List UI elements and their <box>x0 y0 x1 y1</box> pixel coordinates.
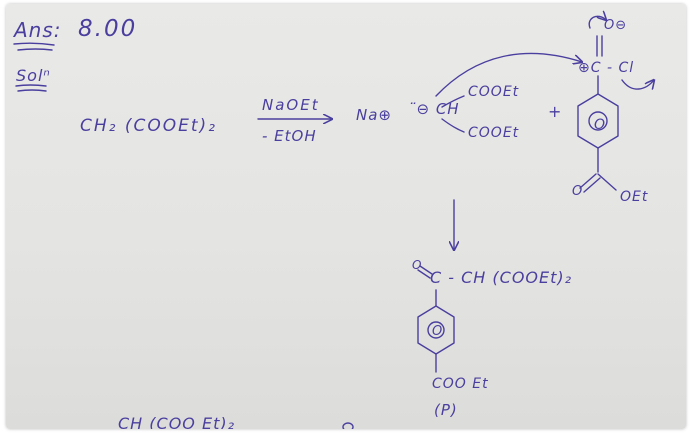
answer-underline-2 <box>17 48 53 51</box>
ester-oet: OEt <box>620 189 649 205</box>
lower-branch <box>441 118 465 133</box>
acyl-cation-chloride: ⊕C - Cl <box>578 60 635 76</box>
partial-bottom-text: CH (COO Et)₂ <box>118 414 236 429</box>
lower-cooet: COOEt <box>468 125 520 141</box>
ring-1-inner <box>588 111 608 131</box>
answer-underline <box>13 42 55 46</box>
product-ester: COO Et <box>432 376 489 392</box>
benzene-ring-label-1: O <box>594 117 607 133</box>
answer-label: Ans: <box>14 18 62 42</box>
reaction-strokes <box>13 4 686 429</box>
reagent-etoh: - EtOH <box>262 127 317 145</box>
carbonyl-oxygen: O⊖ <box>604 18 628 33</box>
benzene-ring-1 <box>577 93 619 149</box>
ester-carbonyl-oxygen: O <box>572 184 584 199</box>
malonic-ester-reactant: CH₂ (COOEt)₂ <box>80 116 217 136</box>
solution-underline <box>15 84 47 87</box>
ester-double-bond-b <box>583 177 601 193</box>
product-co-bond-b <box>419 265 433 275</box>
upper-cooet: COOEt <box>468 84 520 100</box>
answer-value: 8.00 <box>78 16 138 42</box>
solution-label: Solⁿ <box>16 66 51 85</box>
partial-ring-stub <box>342 422 354 429</box>
product-co-bond-a <box>417 269 431 279</box>
benzene-ring-label-2: O <box>432 324 444 339</box>
chloride-leaving-arrow <box>621 80 654 89</box>
upper-branch <box>441 95 465 108</box>
product-chain: C - CH (COOEt)₂ <box>430 268 573 287</box>
product-oxygen: O <box>412 258 423 272</box>
carbonyl-curl-arrow <box>588 16 606 29</box>
sodium-cation: Na⊕ <box>356 106 392 124</box>
reagent-naoet: NaOEt <box>262 96 320 114</box>
notebook-page: Ans: 8.00 Solⁿ CH₂ (COOEt)₂ NaOEt - EtOH… <box>6 4 686 429</box>
benzene-ring-2 <box>417 305 455 355</box>
ester-single-bond <box>597 173 617 191</box>
ester-double-bond-a <box>579 173 597 189</box>
nucleophilic-attack-arrow <box>435 52 582 97</box>
product-label: (P) <box>434 401 458 419</box>
ring-2-inner <box>427 321 445 339</box>
solution-underline-2 <box>17 89 47 92</box>
plus-sign: + <box>548 102 563 121</box>
